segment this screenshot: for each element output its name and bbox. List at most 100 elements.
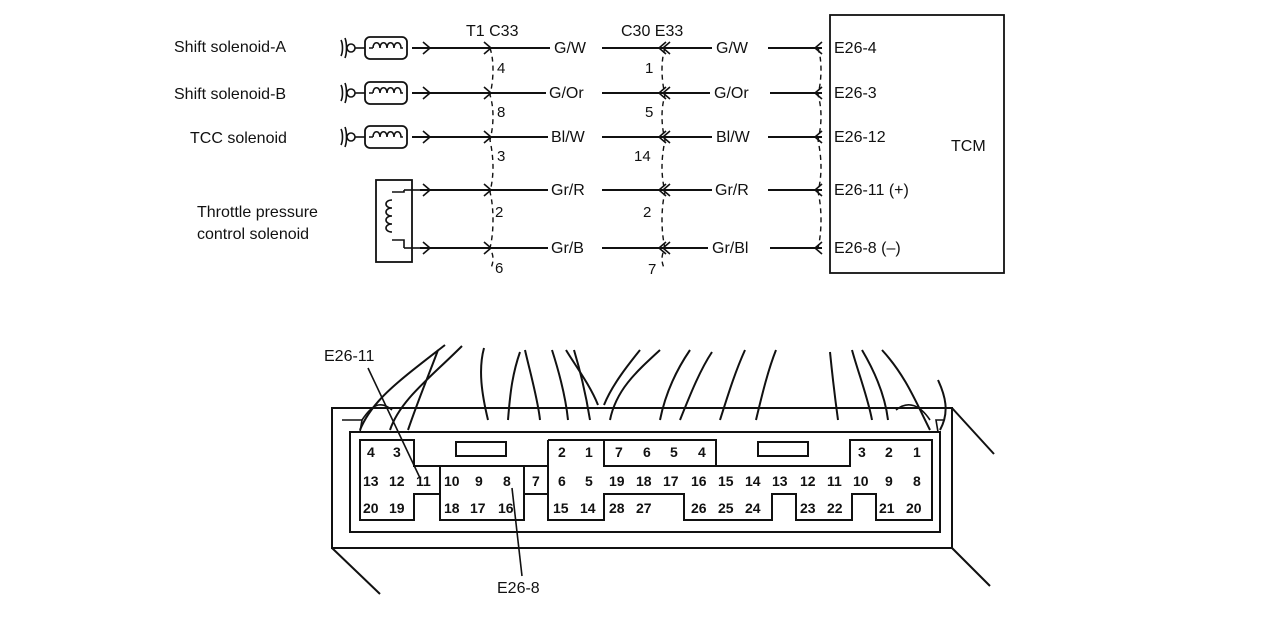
tcm-pin: E26-3 bbox=[834, 85, 877, 102]
latch-slot bbox=[455, 441, 507, 457]
pin-number: 16 bbox=[691, 473, 707, 489]
wire-row: Gr/B Gr/Bl 6 7 E26-8 (–) bbox=[495, 238, 901, 278]
throttle-solenoid-label-1: Throttle pressure bbox=[197, 204, 318, 221]
pin-left: 4 bbox=[497, 60, 505, 77]
wire-row: Gr/R Gr/R 2 2 E26-11 (+) bbox=[495, 180, 909, 221]
pin-number: 18 bbox=[636, 473, 652, 489]
pin-number: 3 bbox=[858, 444, 866, 460]
callout-e26-8: E26-8 bbox=[497, 580, 540, 597]
pin-number: 14 bbox=[580, 500, 596, 516]
wire-row: Bl/W Bl/W 3 14 E26-12 bbox=[497, 127, 886, 165]
pin-number: 12 bbox=[389, 473, 405, 489]
connector-left-label: T1 C33 bbox=[466, 23, 519, 40]
pin-left: 2 bbox=[495, 204, 503, 221]
throttle-solenoid-label-2: control solenoid bbox=[197, 226, 309, 243]
pin-number: 10 bbox=[853, 473, 869, 489]
pin-right: 5 bbox=[645, 104, 653, 121]
pin-right: 1 bbox=[645, 60, 653, 77]
callout-line bbox=[367, 367, 421, 479]
pin-number: 1 bbox=[913, 444, 921, 460]
pin-number: 12 bbox=[800, 473, 816, 489]
pin-number: 13 bbox=[772, 473, 788, 489]
coil-icon bbox=[340, 125, 408, 149]
pin-number: 2 bbox=[885, 444, 893, 460]
pin-number: 26 bbox=[691, 500, 707, 516]
pin-number: 5 bbox=[585, 473, 593, 489]
pin-number: 5 bbox=[670, 444, 678, 460]
shift-solenoid-a-label: Shift solenoid-A bbox=[174, 39, 286, 56]
wire-lines bbox=[412, 41, 823, 255]
pin-number: 22 bbox=[827, 500, 843, 516]
pin-number: 6 bbox=[643, 444, 651, 460]
tcm-pin: E26-8 (–) bbox=[834, 240, 901, 257]
pin-number: 8 bbox=[503, 473, 511, 489]
wire-color-left: Gr/R bbox=[551, 182, 585, 199]
latch-slot bbox=[757, 441, 809, 457]
pin-number: 11 bbox=[827, 473, 842, 489]
connector-tcm-outline bbox=[817, 47, 822, 249]
pin-number: 20 bbox=[363, 500, 379, 516]
throttle-solenoid-icon bbox=[375, 179, 420, 263]
pin-number: 4 bbox=[698, 444, 706, 460]
pin-number: 28 bbox=[609, 500, 625, 516]
tcm-label: TCM bbox=[951, 138, 986, 155]
pin-right: 14 bbox=[634, 148, 651, 165]
pin-number: 4 bbox=[367, 444, 375, 460]
pin-number: 16 bbox=[498, 500, 514, 516]
pin-number: 10 bbox=[444, 473, 460, 489]
wire-color-left: G/W bbox=[554, 40, 587, 57]
tcm-box bbox=[829, 14, 1005, 274]
pin-number: 7 bbox=[532, 473, 540, 489]
pin-number: 2 bbox=[558, 444, 566, 460]
pin-number: 19 bbox=[609, 473, 625, 489]
wire-color-left: G/Or bbox=[549, 85, 584, 102]
pin-number: 15 bbox=[553, 500, 569, 516]
pin-number: 8 bbox=[913, 473, 921, 489]
connector-right-label: C30 E33 bbox=[621, 23, 683, 40]
wire-row: G/W G/W 4 1 E26-4 bbox=[497, 38, 877, 77]
pin-blocks bbox=[359, 439, 933, 521]
wire-color-left: Gr/B bbox=[551, 240, 584, 257]
pin-number: 9 bbox=[475, 473, 483, 489]
pin-number: 27 bbox=[636, 500, 652, 516]
wire-color-right: G/Or bbox=[714, 85, 749, 102]
tcm-pin: E26-11 (+) bbox=[834, 182, 909, 199]
pin-number: 15 bbox=[718, 473, 734, 489]
wire-row: G/Or G/Or 8 5 E26-3 bbox=[497, 83, 877, 121]
connector-t1-outline bbox=[489, 47, 494, 271]
pin-number: 18 bbox=[444, 500, 460, 516]
wire-color-right: G/W bbox=[716, 40, 749, 57]
tcm-pin: E26-4 bbox=[834, 40, 877, 57]
pin-number: 3 bbox=[393, 444, 401, 460]
harness-wires bbox=[359, 344, 947, 431]
pin-number: 19 bbox=[389, 500, 405, 516]
pin-number: 13 bbox=[363, 473, 379, 489]
pin-number: 9 bbox=[885, 473, 893, 489]
tcc-solenoid-label: TCC solenoid bbox=[190, 130, 287, 147]
pin-number: 17 bbox=[663, 473, 679, 489]
pin-number: 25 bbox=[718, 500, 734, 516]
tcm-pin: E26-12 bbox=[834, 129, 886, 146]
coil-icon bbox=[340, 81, 408, 105]
pin-number: 21 bbox=[879, 500, 895, 516]
pin-number: 20 bbox=[906, 500, 922, 516]
pin-number: 1 bbox=[585, 444, 593, 460]
pin-number: 23 bbox=[800, 500, 816, 516]
wire-color-right: Bl/W bbox=[716, 129, 751, 146]
tcm-connector bbox=[331, 404, 995, 595]
callout-e26-11: E26-11 bbox=[324, 348, 375, 365]
wire-color-right: Gr/Bl bbox=[712, 240, 748, 257]
pin-number: 6 bbox=[558, 473, 566, 489]
pin-number: 14 bbox=[745, 473, 761, 489]
pin-left: 3 bbox=[497, 148, 505, 165]
pin-number: 17 bbox=[470, 500, 486, 516]
pin-right: 7 bbox=[648, 261, 656, 278]
callout-line bbox=[511, 487, 523, 577]
pin-number: 7 bbox=[615, 444, 623, 460]
pin-left: 8 bbox=[497, 104, 505, 121]
pin-numbers: 4 3 13 12 11 20 19 10 9 8 7 18 17 16 2 1… bbox=[363, 444, 922, 516]
connector-c30-outline bbox=[661, 47, 666, 271]
wire-color-left: Bl/W bbox=[551, 129, 586, 146]
coil-icon bbox=[340, 36, 408, 60]
